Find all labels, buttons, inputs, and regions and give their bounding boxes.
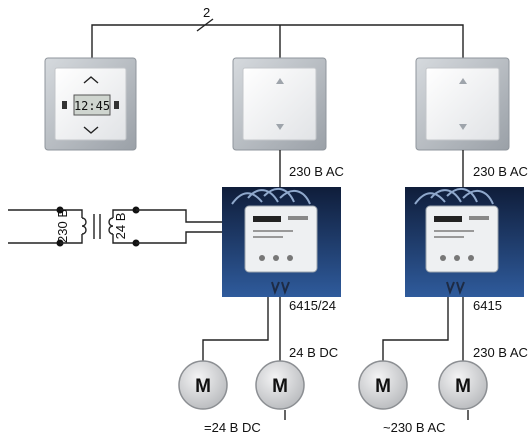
- thermostat-display-text: 12:45: [74, 99, 110, 113]
- actuator-2-housing: [425, 205, 499, 273]
- push-button-switch-2[interactable]: [415, 57, 510, 151]
- arrow-down-icon: [459, 124, 467, 130]
- push-button-switch-1[interactable]: [232, 57, 327, 151]
- motor-group-2-label: ~230 B AC: [383, 420, 446, 435]
- actuator-2-model-label: 6415: [473, 298, 502, 313]
- motor-4-symbol: M: [455, 376, 471, 397]
- motor-4: M: [438, 360, 488, 410]
- thermostat-display: [73, 94, 111, 116]
- primary-coil: [81, 217, 87, 235]
- actuator-module-2: [405, 187, 524, 297]
- arrow-up-icon: [459, 78, 467, 84]
- bus-line: 2: [91, 5, 464, 58]
- chevron-up-icon: [83, 76, 99, 84]
- chevron-down-icon: [83, 126, 99, 134]
- arrow-up-icon: [276, 78, 284, 84]
- motor-2-symbol: M: [272, 376, 288, 397]
- bus-tick-mark: [196, 18, 214, 32]
- transformer-primary-label: 230 B: [55, 209, 70, 243]
- motor-3: M: [358, 360, 408, 410]
- arrow-down-icon: [276, 124, 284, 130]
- transformer-secondary-label: 24 B: [113, 213, 128, 240]
- thermostat-switch[interactable]: 12:45: [44, 57, 137, 151]
- secondary-coil: [108, 217, 114, 235]
- actuator-1-output-label: 24 B DC: [289, 345, 338, 360]
- motor-3-symbol: M: [375, 376, 391, 397]
- motor-group-1-label: =24 B DC: [204, 420, 261, 435]
- actuator-2-supply-label: 230 B AC: [473, 164, 528, 179]
- motor-2: M: [255, 360, 305, 410]
- actuator-1-housing: [244, 205, 318, 273]
- motor-1: M: [178, 360, 228, 410]
- motor-1-symbol: M: [195, 376, 211, 397]
- bus-wire-count: 2: [203, 5, 210, 20]
- actuator-module-1: [222, 187, 341, 297]
- minus-button-icon: [62, 101, 67, 109]
- plus-button-icon: [114, 101, 119, 109]
- transformer-circuit: 230 B 24 B: [8, 206, 222, 247]
- actuator-1-model-label: 6415/24: [289, 298, 336, 313]
- actuator-2-output-label: 230 B AC: [473, 345, 528, 360]
- actuator-1-supply-label: 230 B AC: [289, 164, 344, 179]
